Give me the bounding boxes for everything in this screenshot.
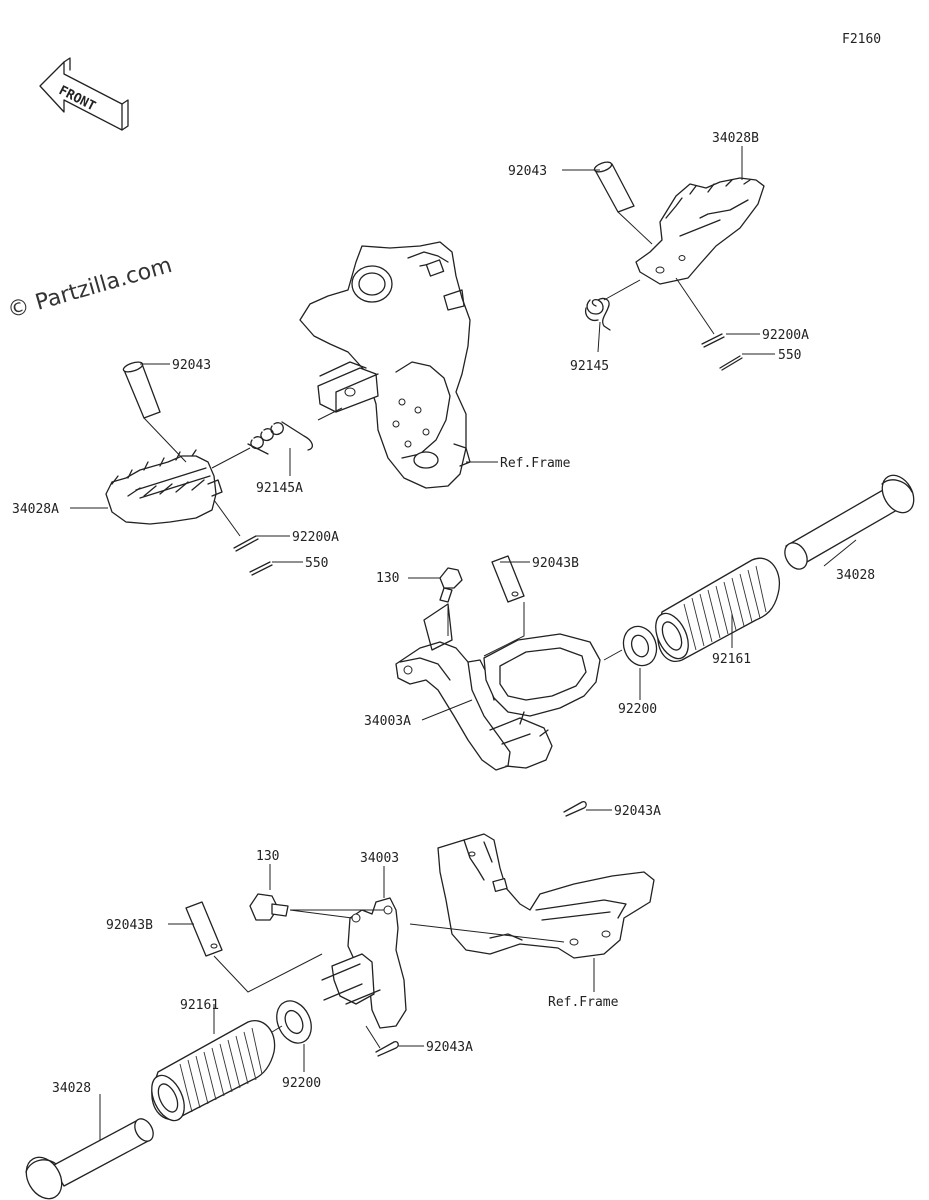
mount-34003	[321, 897, 407, 1029]
washer-92200-top	[622, 625, 658, 667]
label-550-top: 550	[778, 348, 801, 363]
label-92043B-bottom: 92043B	[106, 918, 153, 933]
pin-92043B-top	[491, 555, 525, 603]
cotter-pin-550-left	[249, 561, 273, 576]
cotter-pin-92043A-top	[563, 800, 587, 817]
label-92161-top: 92161	[712, 652, 751, 667]
front-arrow-icon: FRONT	[39, 57, 129, 131]
label-550-left: 550	[305, 556, 328, 571]
label-92043-top: 92043	[508, 164, 547, 179]
peg-34028-top	[784, 474, 915, 570]
label-34003: 34003	[360, 851, 399, 866]
label-92161-bottom: 92161	[180, 998, 219, 1013]
frame-bracket-bottom	[437, 833, 655, 959]
label-92043B-top: 92043B	[532, 556, 579, 571]
label-34028-bottom: 34028	[52, 1081, 91, 1096]
label-130-bottom: 130	[256, 849, 279, 864]
pin-92043B-bottom	[185, 901, 223, 957]
label-34003A: 34003A	[364, 714, 411, 729]
label-92145: 92145	[570, 359, 609, 374]
mount-34003A	[395, 603, 601, 771]
peg-34028-bottom	[25, 1118, 154, 1200]
label-92200A-left: 92200A	[292, 530, 339, 545]
label-92043A-bottom: 92043A	[426, 1040, 473, 1055]
label-92200-top: 92200	[618, 702, 657, 717]
frame-bracket-top	[299, 241, 471, 489]
label-ref-frame-bottom: Ref.Frame	[548, 995, 619, 1010]
spring-92145	[584, 297, 611, 331]
spring-92145A	[247, 421, 313, 455]
label-92043A-top: 92043A	[614, 804, 661, 819]
rubber-92161-bottom	[151, 1020, 276, 1122]
washer-92200-bottom	[276, 1000, 312, 1044]
label-130-top: 130	[376, 571, 399, 586]
cotter-pin-550-top	[719, 355, 743, 371]
footpeg-34028A	[105, 449, 223, 525]
label-34028B: 34028B	[712, 131, 759, 146]
label-92145A: 92145A	[256, 481, 303, 496]
part-labels: 92043 34028B 92145 92200A 550 92043 3402…	[12, 131, 875, 1096]
watermark: © Partzilla.com	[5, 253, 175, 324]
bolt-130-bottom	[249, 893, 289, 921]
label-92200-bottom: 92200	[282, 1076, 321, 1091]
label-ref-frame-top: Ref.Frame	[500, 456, 571, 471]
leader-lines	[70, 146, 857, 1140]
label-92200A-top: 92200A	[762, 328, 809, 343]
bolt-130-top	[439, 567, 463, 603]
footpeg-34028B	[635, 177, 765, 285]
pin-92043-left	[122, 361, 161, 419]
pin-92043-top	[593, 161, 635, 213]
label-34028A: 34028A	[12, 502, 59, 517]
washer-92200A-top	[701, 333, 725, 348]
label-34028-top: 34028	[836, 568, 875, 583]
label-92043-left: 92043	[172, 358, 211, 373]
cotter-pin-92043A-bottom	[375, 1040, 399, 1057]
rubber-92161-top	[655, 557, 780, 662]
figure-code: F2160	[842, 32, 881, 47]
washer-92200A-left	[233, 535, 259, 552]
